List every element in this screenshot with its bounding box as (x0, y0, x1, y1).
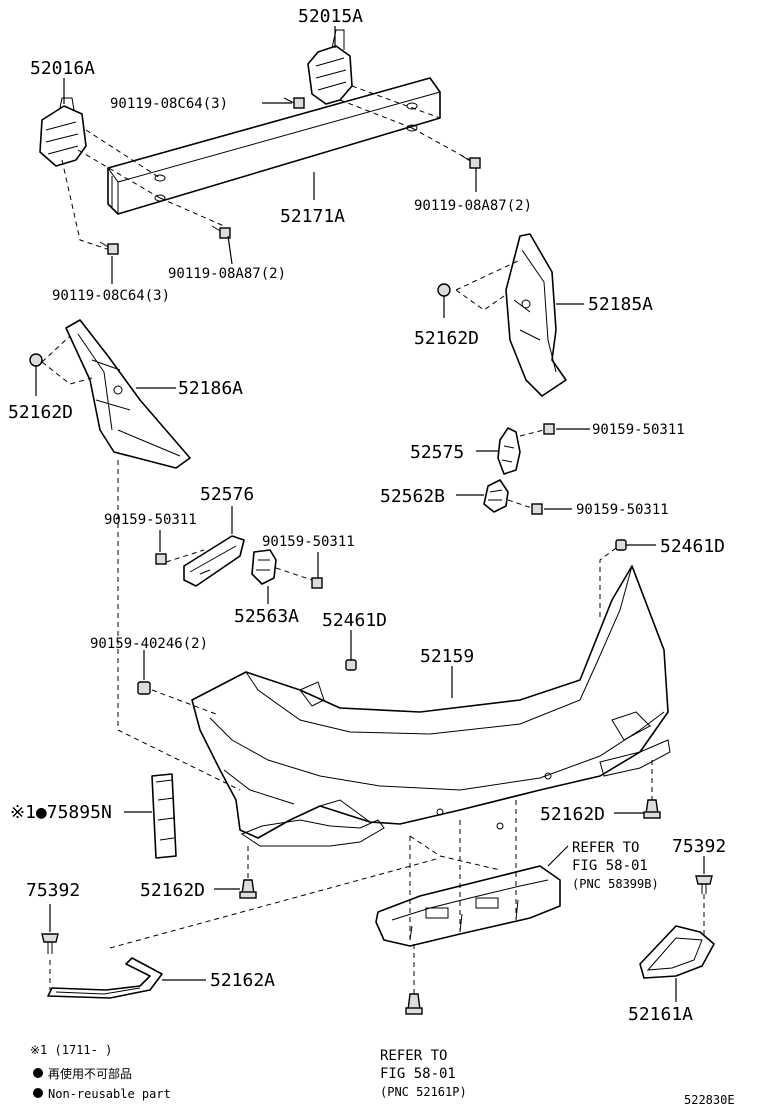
bolt-icon-40246 (137, 681, 151, 695)
label-screw-50311-c: 90159-50311 (104, 512, 197, 528)
legend-en: Non-reusable part (48, 1087, 171, 1101)
label-52015A: 52015A (298, 6, 363, 27)
label-52162D-left: 52162D (8, 402, 73, 423)
bracket-52563A (251, 549, 277, 585)
ref2-line2: FIG 58-01 (380, 1066, 456, 1082)
ref2-line3: (PNC 52161P) (380, 1085, 467, 1099)
label-52162D-bottom: 52162D (140, 880, 205, 901)
ref1-line3: (PNC 58399B) (572, 877, 659, 891)
label-52186A: 52186A (178, 378, 243, 399)
bolt-icon-mid (211, 225, 231, 239)
bracket-52576 (183, 535, 245, 587)
undercover-58399B (375, 865, 561, 947)
label-bolt-08A87-right: 90119-08A87(2) (414, 198, 532, 214)
label-52171A: 52171A (280, 206, 345, 227)
bracket-52015A (307, 29, 353, 105)
label-screw-50311-b: 90159-50311 (576, 502, 669, 518)
screw-icon-a (543, 423, 555, 435)
label-75392-left: 75392 (26, 880, 80, 901)
retainer-52186A (65, 319, 191, 469)
bolt-icon-right (461, 155, 481, 169)
clip-icon-52461D-mid (345, 659, 357, 671)
bolt-icon-top (283, 97, 305, 109)
label-52162D-top: 52162D (414, 328, 479, 349)
label-52461D-mid: 52461D (322, 610, 387, 631)
clip-icon-52162D-bottom (239, 879, 257, 899)
screw-icon-b (531, 503, 543, 515)
bracket-52016A (39, 97, 87, 167)
label-screw-50311-a: 90159-50311 (592, 422, 685, 438)
molding-52162A (47, 957, 163, 999)
clip-icon-52162D-right (643, 799, 661, 819)
label-52161A: 52161A (628, 1004, 693, 1025)
clip-icon-52162D-left (29, 353, 43, 367)
clip-icon-52162D-top (437, 283, 451, 297)
figure-id: 522830E (684, 1093, 735, 1107)
bumper-cover-52159 (191, 565, 671, 847)
nonreusable-bullet-icon-2 (33, 1088, 43, 1098)
bracket-52575 (497, 427, 521, 475)
clip-icon-52161P (405, 993, 423, 1015)
bolt-icon-left (99, 241, 119, 255)
label-bolt-40246: 90159-40246(2) (90, 636, 208, 652)
clip-icon-75392-right (695, 875, 713, 894)
label-52562B: 52562B (380, 486, 445, 507)
label-52461D-right: 52461D (660, 536, 725, 557)
label-52016A: 52016A (30, 58, 95, 79)
label-75392-right: 75392 (672, 836, 726, 857)
screw-icon-d (311, 577, 323, 589)
label-screw-50311-d: 90159-50311 (262, 534, 355, 550)
label-52162A: 52162A (210, 970, 275, 991)
label-52162D-right: 52162D (540, 804, 605, 825)
label-bolt-08C64-top: 90119-08C64(3) (110, 96, 228, 112)
label-52563A: 52563A (234, 606, 299, 627)
label-52576: 52576 (200, 484, 254, 505)
screw-icon-c (155, 553, 167, 565)
label-bolt-08C64-bottom: 90119-08C64(3) (52, 288, 170, 304)
ref2-line1: REFER TO (380, 1048, 447, 1064)
nonreusable-bullet-icon (33, 1068, 43, 1078)
retainer-52185A (505, 233, 567, 397)
clip-icon-75392-left (41, 933, 59, 954)
ref1-line1: REFER TO (572, 840, 639, 856)
tape-75895N (151, 773, 177, 859)
legend-note: ※1 (1711- ) (30, 1043, 112, 1057)
label-bolt-08A87-left: 90119-08A87(2) (168, 266, 286, 282)
bracket-52562B (483, 479, 509, 513)
label-52159: 52159 (420, 646, 474, 667)
label-52185A: 52185A (588, 294, 653, 315)
clip-icon-52461D-right (615, 539, 627, 551)
label-75895N: ※1●75895N (10, 802, 112, 823)
ref1-line2: FIG 58-01 (572, 858, 648, 874)
label-52575: 52575 (410, 442, 464, 463)
legend-jp: 再使用不可部品 (48, 1066, 132, 1081)
molding-52161A (639, 925, 715, 979)
